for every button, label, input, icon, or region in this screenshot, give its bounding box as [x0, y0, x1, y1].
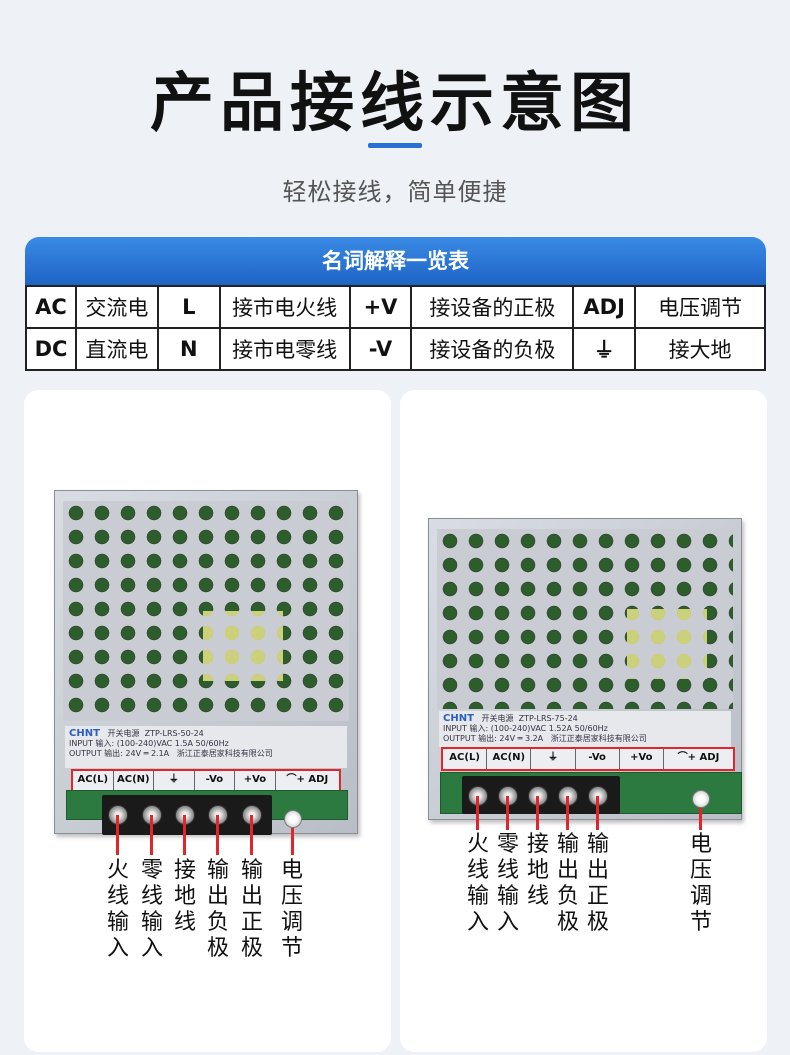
adjust-knob-icon: [692, 790, 710, 808]
glossary-desc: 接设备的负极: [410, 327, 575, 371]
label-ground: 接地线: [173, 858, 196, 935]
terminal-strip: AC(L) AC(N) ⏚ -Vo +Vo ⌒+ ADJ: [71, 769, 341, 793]
glossary-desc: 交流电: [74, 285, 159, 329]
manufacturer: 浙江正泰居家科技有限公司: [176, 749, 273, 758]
mesh-cover: [63, 501, 349, 721]
glossary-desc: 电压调节: [634, 285, 766, 329]
pointer-line: [216, 815, 219, 855]
pointer-line: [536, 796, 539, 830]
pointer-line: [476, 796, 479, 830]
pointer-line: [250, 815, 253, 855]
label-output-positive: 输出正极: [240, 858, 263, 961]
vent-mesh: [63, 501, 349, 721]
panel-ztp-lrs-75: CHNT 开关电源 ZTP-LRS-75-24 INPUT 输入: (100-2…: [400, 390, 767, 1052]
output-spec: OUTPUT 输出: 24V ═ 2.1A: [69, 749, 170, 758]
glossary-row: DC 直流电 N 接市电零线 -V 接设备的负极 ⏚ 接大地: [25, 327, 766, 371]
pointer-line: [596, 796, 599, 830]
terminal-ground: ⏚: [531, 749, 576, 769]
pointer-line: [506, 796, 509, 830]
terminal-adj: ⌒+ ADJ: [677, 752, 720, 763]
terminal-vo-plus: +Vo: [235, 771, 276, 791]
label-voltage-adjust: 电压调节: [280, 858, 303, 961]
model-number: ZTP-LRS-50-24: [144, 729, 204, 738]
pointer-line: [291, 828, 294, 855]
product-name: 开关电源: [107, 729, 140, 738]
spec-label: CHNT 开关电源 ZTP-LRS-75-24 INPUT 输入: (100-2…: [439, 711, 731, 747]
output-spec: OUTPUT 输出: 24V ═ 3.2A: [443, 734, 544, 743]
product-name: 开关电源: [481, 714, 514, 723]
glossary-desc: 直流电: [74, 327, 159, 371]
terminal-strip: AC(L) AC(N) ⏚ -Vo +Vo ⌒+ ADJ: [441, 747, 735, 771]
pointer-line: [183, 815, 186, 855]
glossary-abbr: L: [156, 285, 221, 329]
label-neutral-input: 零线输入: [140, 858, 163, 961]
pointer-line: [699, 808, 702, 830]
terminal-block: [102, 795, 272, 835]
label-live-input: 火线输入: [106, 858, 129, 961]
terminal-acl: AC(L): [443, 749, 488, 769]
glossary-abbr: DC: [25, 327, 77, 371]
spec-label: CHNT 开关电源 ZTP-LRS-50-24 INPUT 输入: (100-2…: [65, 726, 347, 768]
terminal-vo-plus: +Vo: [620, 749, 664, 769]
ground-icon: ⏚: [572, 327, 637, 371]
label-live-input: 火线输入: [466, 832, 489, 935]
label-neutral-input: 零线输入: [496, 832, 519, 935]
label-output-positive: 输出正极: [586, 832, 609, 935]
page-title: 产品接线示意图: [150, 67, 640, 141]
title-underline: [368, 143, 422, 148]
model-number: ZTP-LRS-75-24: [518, 714, 578, 723]
terminal-acn: AC(N): [487, 749, 532, 769]
glossary-abbr: -V: [348, 327, 413, 371]
glossary-desc: 接市电零线: [218, 327, 351, 371]
label-output-negative: 输出负极: [556, 832, 579, 935]
glossary-table: AC 交流电 L 接市电火线 +V 接设备的正极 ADJ 电压调节 DC 直流电…: [25, 285, 766, 371]
brand-logo: CHNT: [69, 728, 100, 739]
input-spec: INPUT 输入: (100-240)VAC 1.5A 50/60Hz: [69, 739, 229, 748]
glossary-abbr: AC: [25, 285, 77, 329]
glossary-abbr: ADJ: [572, 285, 637, 329]
manufacturer: 浙江正泰居家科技有限公司: [550, 734, 647, 743]
brand-logo: CHNT: [443, 713, 474, 724]
glossary-abbr: N: [156, 327, 221, 371]
terminal-acl: AC(L): [73, 771, 114, 791]
pointer-line: [150, 815, 153, 855]
terminal-ground: ⏚: [154, 771, 195, 791]
label-output-negative: 输出负极: [206, 858, 229, 961]
terminal-vo-minus: -Vo: [576, 749, 620, 769]
mesh-cover: [437, 529, 733, 709]
terminal-adj: ⌒+ ADJ: [286, 774, 329, 785]
label-ground: 接地线: [526, 832, 549, 909]
terminal-acn: AC(N): [114, 771, 155, 791]
vent-mesh: [437, 529, 733, 709]
page-subtitle: 轻松接线，简单便捷: [282, 178, 508, 206]
glossary-heading: 名词解释一览表: [25, 237, 766, 285]
pointer-line: [116, 815, 119, 855]
power-supply-photo: CHNT 开关电源 ZTP-LRS-75-24 INPUT 输入: (100-2…: [428, 518, 742, 820]
glossary-row: AC 交流电 L 接市电火线 +V 接设备的正极 ADJ 电压调节: [25, 285, 766, 329]
glossary-desc: 接设备的正极: [410, 285, 575, 329]
pointer-line: [566, 796, 569, 830]
label-voltage-adjust: 电压调节: [689, 832, 712, 935]
glossary-desc: 接市电火线: [218, 285, 351, 329]
glossary-desc: 接大地: [634, 327, 766, 371]
glossary-abbr: +V: [348, 285, 413, 329]
panel-ztp-lrs-50: CHNT 开关电源 ZTP-LRS-50-24 INPUT 输入: (100-2…: [24, 390, 391, 1052]
adjust-knob-icon: [284, 810, 302, 828]
input-spec: INPUT 输入: (100-240)VAC 1.52A 50/60Hz: [443, 724, 608, 733]
terminal-vo-minus: -Vo: [195, 771, 236, 791]
power-supply-photo: CHNT 开关电源 ZTP-LRS-50-24 INPUT 输入: (100-2…: [54, 490, 358, 834]
